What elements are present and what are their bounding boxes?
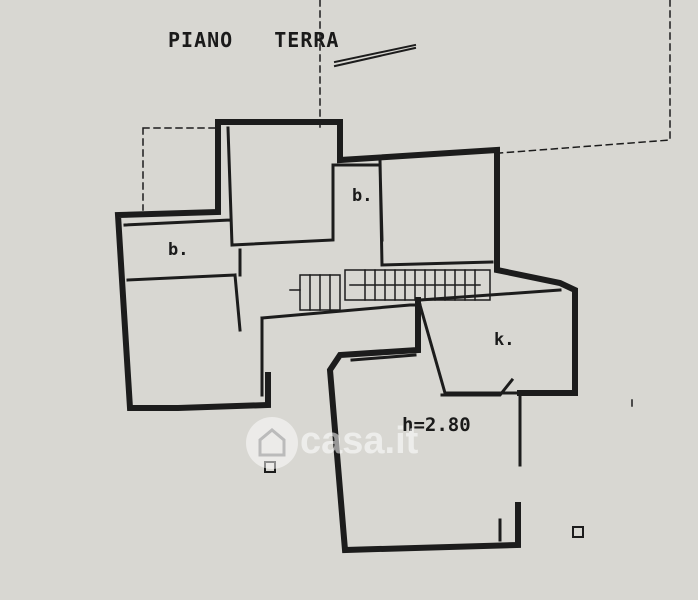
room-label-bath-left: b. [168,240,189,260]
watermark-logo [246,417,298,469]
plan-title: PIANO TERRA [168,28,340,52]
staircase [289,269,491,311]
pillar-marker [572,526,584,538]
room-label-kitchen: k. [494,330,515,350]
inner-walls [123,126,562,542]
room-label-height: h=2.80 [402,414,471,436]
property-boundary [142,0,671,411]
title-underline [333,43,417,68]
room-label-bath-top: b. [352,186,373,206]
outer-walls [114,119,578,554]
watermark-text: casa.it [300,420,419,462]
